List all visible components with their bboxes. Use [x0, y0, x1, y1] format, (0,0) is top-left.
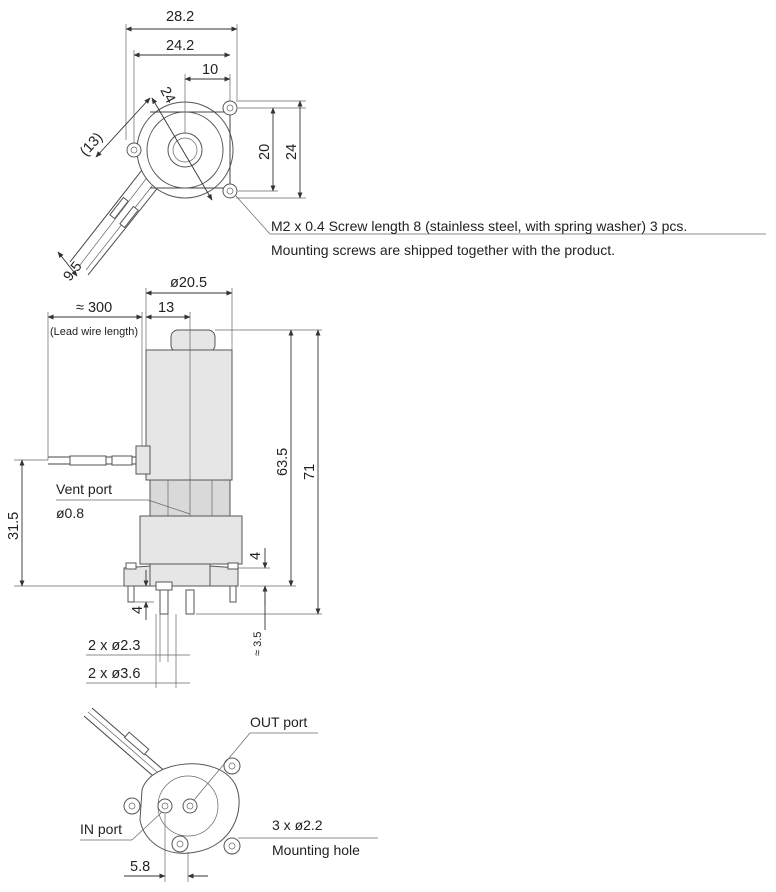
out-port-label: OUT port [250, 714, 307, 730]
bottom-out-port [182, 798, 198, 814]
dim-2x-dia-3-6: 2 x ø3.6 [88, 666, 140, 682]
dim-24-2: 24.2 [166, 38, 194, 54]
side-cap [170, 329, 216, 353]
top-view: 28.2 24.2 10 24 (13) 20 24 9.5 M2 x 0.4 … [57, 9, 766, 284]
dim-10: 10 [202, 62, 218, 78]
side-base-block [139, 515, 243, 565]
in-port-label: IN port [80, 821, 122, 837]
dim-13-ref: (13) [77, 130, 106, 160]
side-in-port-stem [159, 589, 169, 615]
side-lead-wires [48, 455, 136, 466]
dim-24-right: 24 [284, 144, 300, 160]
screw-note: M2 x 0.4 Screw length 8 (stainless steel… [271, 218, 687, 234]
side-coil-body [145, 349, 233, 481]
dim-63-5: 63.5 [275, 448, 291, 476]
mounting-hole-count: 3 x ø2.2 [272, 817, 323, 833]
side-wire-connector [135, 445, 151, 475]
bottom-view: OUT port IN port 3 x ø2.2 Mounting hole … [80, 707, 378, 882]
dim-13: 13 [158, 300, 174, 316]
mounting-hole [123, 797, 141, 815]
lead-wire-length-label: (Lead wire length) [50, 326, 138, 338]
vent-port-label: Vent port [56, 481, 112, 497]
dim-4-left: 4 [130, 606, 146, 614]
bottom-lead-wires [83, 707, 169, 783]
dim-71: 71 [302, 464, 318, 480]
dim-31-5: 31.5 [6, 512, 22, 540]
dim-lead-300: ≈ 300 [76, 300, 112, 316]
mounting-hole-label: Mounting hole [272, 842, 360, 858]
dim-2x-dia-2-3: 2 x ø2.3 [88, 638, 140, 654]
dim-4-right: 4 [248, 552, 264, 560]
bottom-in-port [157, 798, 173, 814]
dim-dia-20-5: ø20.5 [170, 275, 207, 291]
dim-3-5: ≈ 3.5 [252, 632, 264, 656]
mounting-hole [223, 837, 241, 855]
top-lead-wires [69, 169, 161, 276]
mounting-hole [223, 757, 241, 775]
top-screw [222, 100, 238, 116]
top-screw [222, 183, 238, 199]
dim-24-diagonal: 24 [156, 84, 178, 106]
side-out-port-stem [185, 589, 195, 615]
side-view: ø20.5 13 ≈ 300 (Lead wire length) 63.5 7… [6, 275, 322, 688]
top-screw [126, 142, 142, 158]
screw-shipping-note: Mounting screws are shipped together wit… [271, 242, 615, 258]
dim-28-2: 28.2 [166, 9, 194, 25]
side-flange-center [149, 563, 211, 587]
vent-port-diameter: ø0.8 [56, 505, 84, 521]
dim-20: 20 [257, 144, 273, 160]
dim-5-8: 5.8 [130, 859, 150, 875]
